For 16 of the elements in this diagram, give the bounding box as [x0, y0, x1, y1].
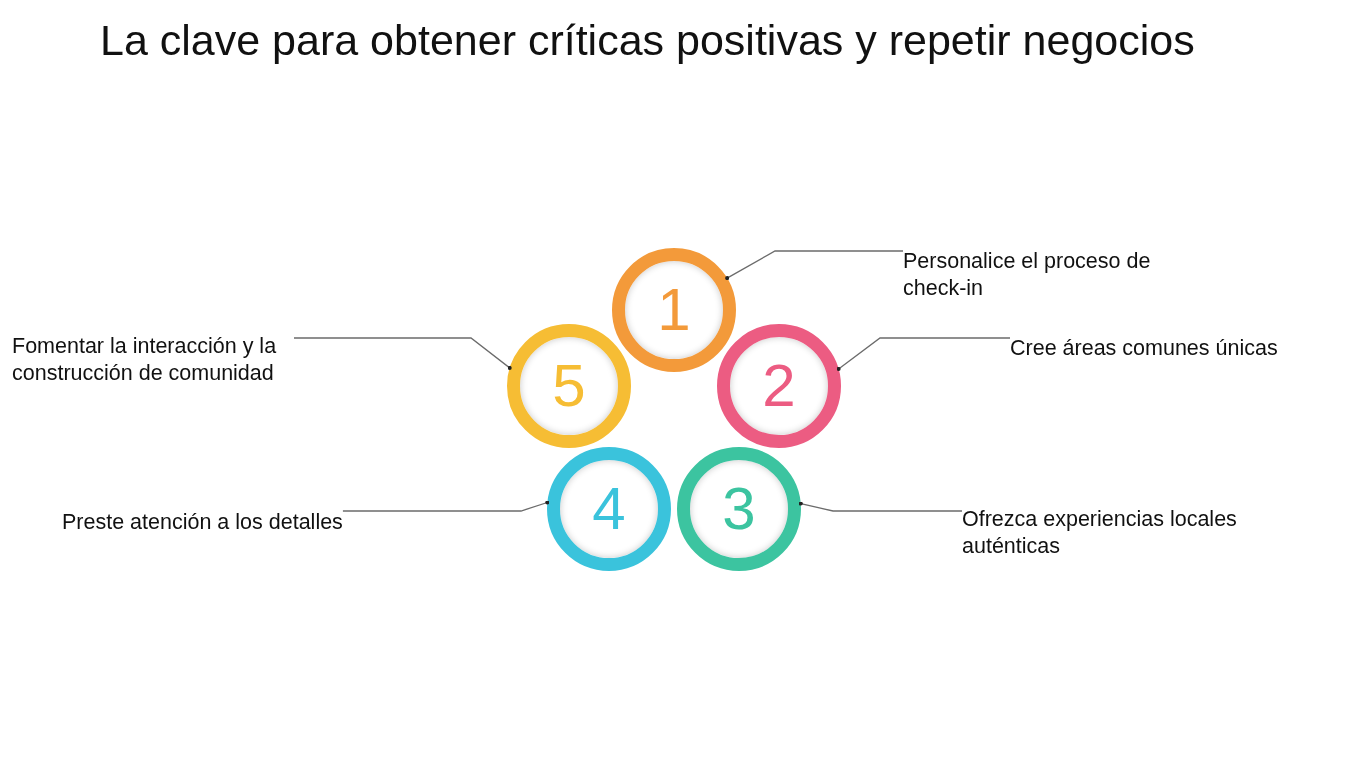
callout-text: Preste atención a los detalles	[62, 509, 343, 536]
step-number: 1	[657, 280, 691, 340]
step-number: 4	[592, 479, 626, 539]
callout-text: Personalice el proceso de check-in	[903, 248, 1165, 302]
leader-line	[836, 337, 1011, 371]
step-number: 2	[762, 356, 796, 416]
title: La clave para obtener críticas positivas y repetir negocios	[100, 16, 1195, 66]
leader-line	[293, 337, 512, 370]
leader-line	[342, 500, 550, 512]
leader-line	[798, 501, 963, 512]
callout-text: Ofrezca experiencias locales auténticas	[962, 506, 1254, 560]
step-number: 5	[552, 356, 586, 416]
callout-text: Cree áreas comunes únicas	[1010, 335, 1278, 362]
leader-line	[725, 250, 904, 281]
callout-text: Fomentar la interacción y la construcción de comunidad	[12, 333, 294, 387]
step-number: 3	[722, 479, 756, 539]
